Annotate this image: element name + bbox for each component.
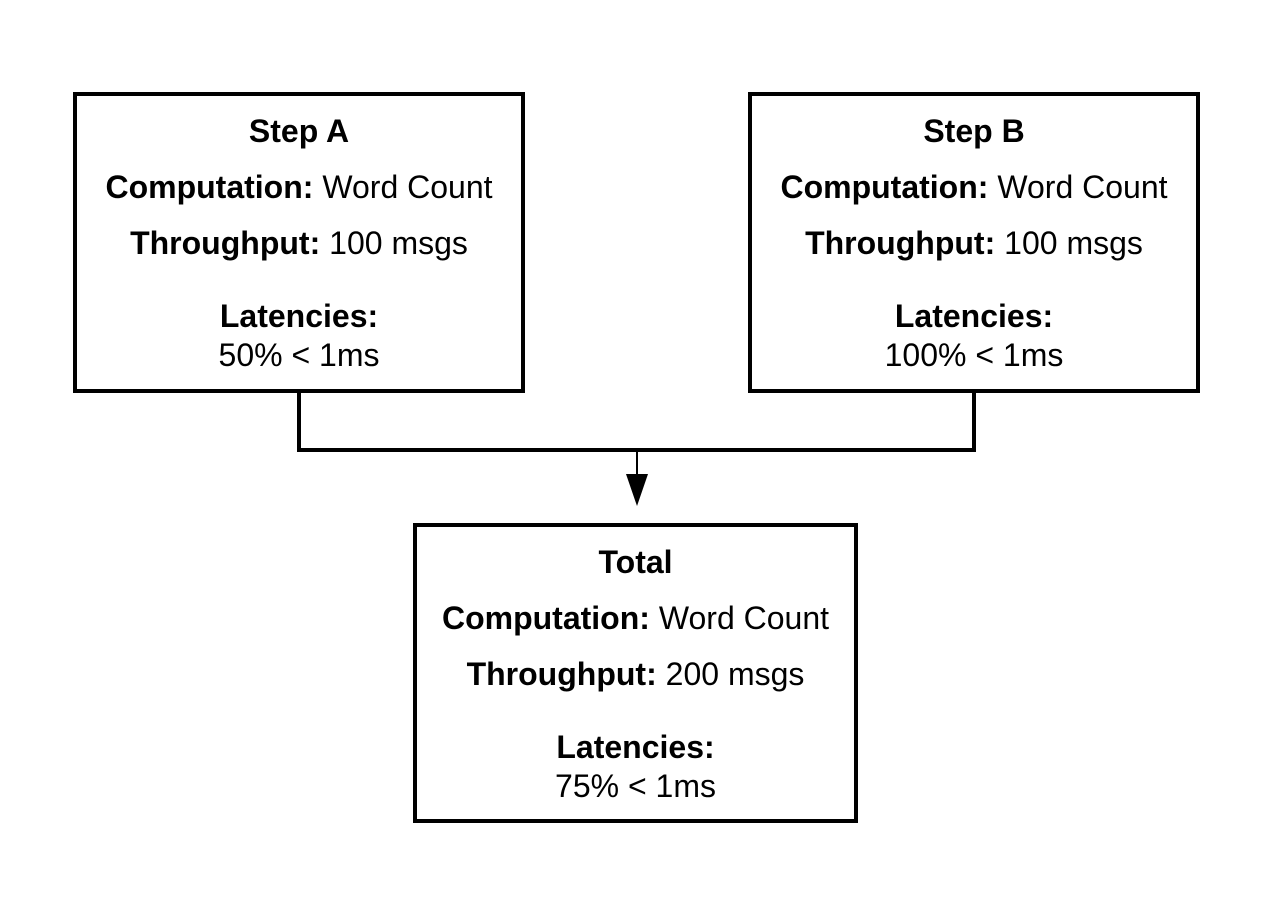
latencies-block: Latencies:100% < 1ms (752, 297, 1196, 375)
edge-step-b-drop-line (972, 393, 976, 448)
throughput-label: Throughput: (466, 656, 657, 692)
edge-step-a-drop-line (297, 393, 301, 448)
latencies-block: Latencies:75% < 1ms (417, 728, 854, 806)
computation-line: Computation:Word Count (77, 168, 521, 206)
computation-label: Computation: (441, 600, 650, 636)
throughput-value: 100 msgs (329, 225, 468, 261)
computation-value: Word Count (997, 169, 1168, 205)
latencies-value: 50% < 1ms (218, 337, 380, 373)
latencies-label: Latencies: (894, 298, 1054, 334)
latencies-value: 75% < 1ms (555, 768, 716, 804)
throughput-line: Throughput:100 msgs (77, 224, 521, 262)
computation-line: Computation:Word Count (417, 599, 854, 637)
latencies-label: Latencies: (219, 298, 379, 334)
computation-line: Computation:Word Count (752, 168, 1196, 206)
node-step-b: Step B Computation:Word Count Throughput… (748, 92, 1200, 393)
computation-value: Word Count (658, 600, 830, 636)
computation-value: Word Count (322, 169, 493, 205)
throughput-label: Throughput: (130, 225, 321, 261)
latencies-label: Latencies: (556, 729, 715, 765)
node-title: Step A (248, 113, 350, 149)
throughput-label: Throughput: (805, 225, 996, 261)
edge-merge-rail-line (297, 448, 976, 452)
node-step-a: Step A Computation:Word Count Throughput… (73, 92, 525, 393)
node-total: Total Computation:Word Count Throughput:… (413, 523, 858, 823)
computation-label: Computation: (105, 169, 314, 205)
throughput-value: 100 msgs (1004, 225, 1143, 261)
computation-label: Computation: (780, 169, 989, 205)
arrow-down-icon (626, 474, 648, 506)
throughput-value: 200 msgs (665, 656, 805, 692)
node-title: Step B (923, 113, 1025, 149)
latencies-block: Latencies:50% < 1ms (77, 297, 521, 375)
node-title: Total (598, 544, 673, 580)
latencies-value: 100% < 1ms (884, 337, 1064, 373)
throughput-line: Throughput:100 msgs (752, 224, 1196, 262)
edge-arrow-shaft (636, 452, 638, 474)
throughput-line: Throughput:200 msgs (417, 655, 854, 693)
